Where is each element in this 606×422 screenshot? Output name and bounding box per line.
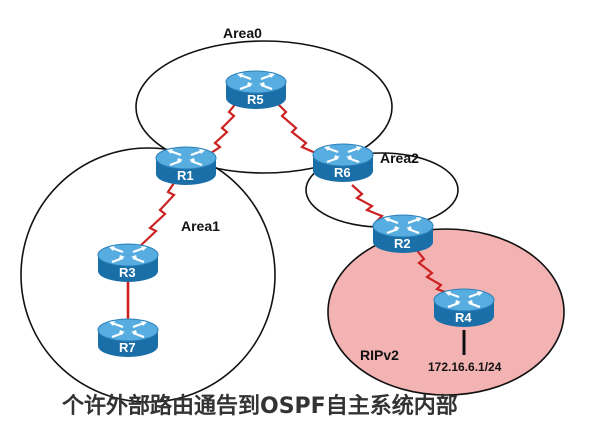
- router-r4[interactable]: R4: [432, 287, 496, 329]
- router-r2[interactable]: R2: [371, 213, 435, 255]
- router-r3-label: R3: [119, 265, 136, 280]
- link-r2-r4: [414, 247, 457, 298]
- router-r7-label: R7: [119, 340, 136, 355]
- area0-label: Area0: [223, 25, 262, 41]
- ripv2-label: RIPv2: [360, 347, 399, 363]
- router-r1[interactable]: R1: [154, 145, 218, 187]
- router-r6[interactable]: R6: [311, 142, 375, 184]
- network-address-label: 172.16.6.1/24: [428, 360, 502, 374]
- router-r2-label: R2: [394, 236, 411, 251]
- area0-boundary: [135, 40, 393, 174]
- router-r5-label: R5: [247, 92, 264, 107]
- caption-text: 个许外部路由通告到OSPF自主系统内部: [62, 393, 458, 419]
- router-r6-label: R6: [334, 165, 351, 180]
- router-r5[interactable]: R5: [224, 69, 288, 111]
- link-r5-r1: [204, 101, 238, 158]
- area1-label: Area1: [181, 218, 220, 234]
- router-r1-label: R1: [177, 168, 194, 183]
- router-r7[interactable]: R7: [96, 317, 160, 359]
- area2-label: Area2: [380, 150, 419, 166]
- router-r4-label: R4: [455, 310, 472, 325]
- router-r3[interactable]: R3: [96, 242, 160, 284]
- link-r1-r3: [137, 179, 177, 249]
- area1-boundary: [20, 147, 276, 403]
- link-r5-r6: [275, 101, 321, 157]
